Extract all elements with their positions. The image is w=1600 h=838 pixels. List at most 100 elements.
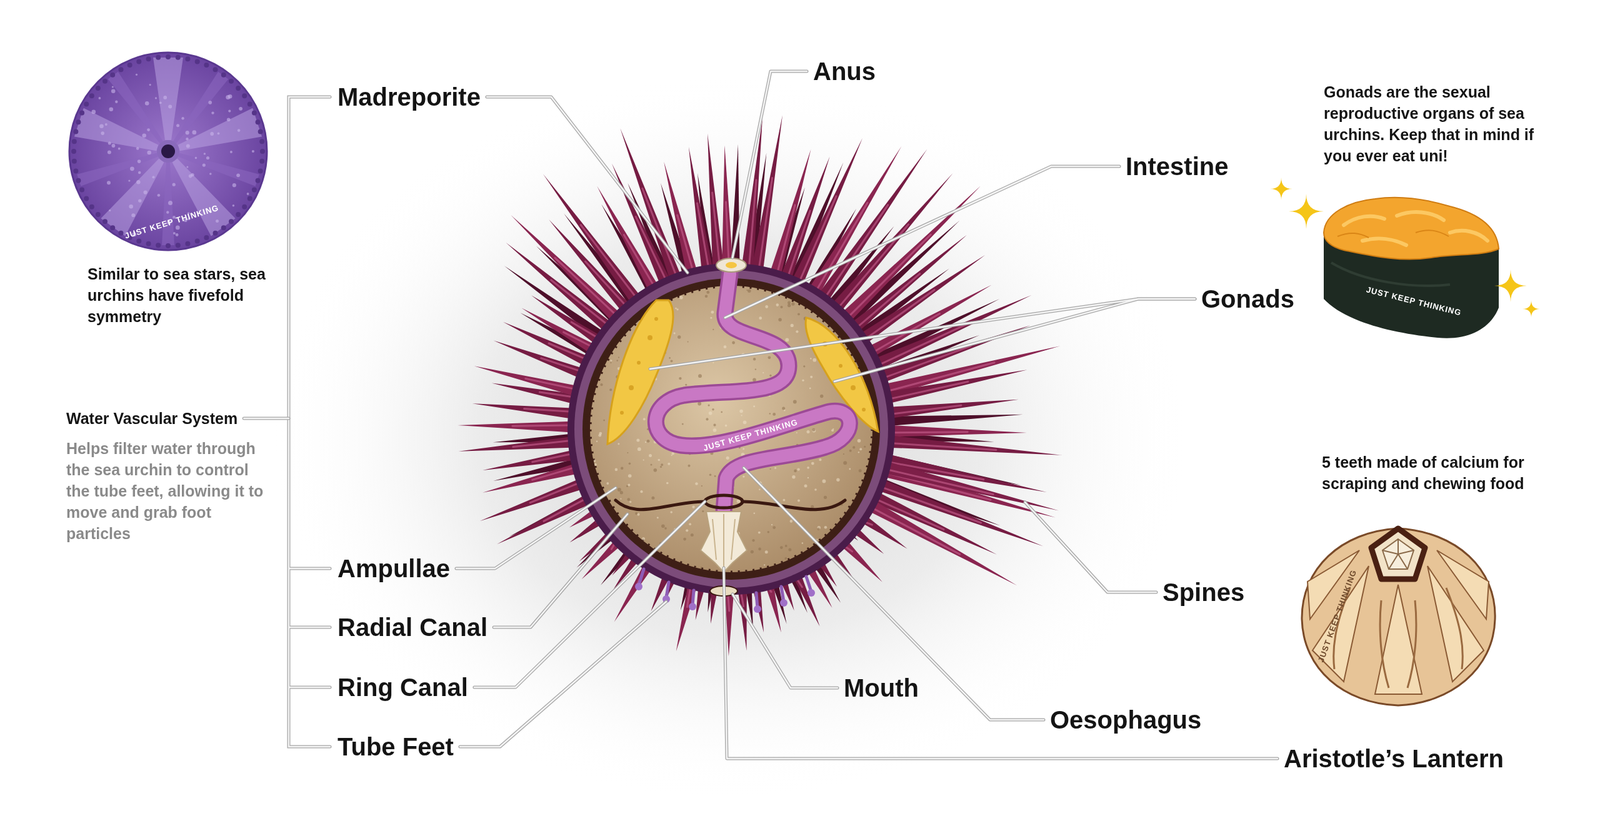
leader-line — [743, 467, 1044, 720]
sand-grain — [640, 490, 643, 493]
sand-grain — [731, 341, 735, 345]
test-bump — [155, 96, 157, 99]
sand-grain — [788, 547, 792, 551]
sand-grain — [781, 406, 785, 410]
sand-grain — [810, 357, 812, 360]
sand-grain — [750, 550, 754, 554]
sand-grain — [768, 355, 772, 359]
sand-grain — [675, 307, 677, 310]
sand-grain — [776, 303, 780, 307]
test-bump — [159, 101, 162, 104]
sparkle — [1270, 177, 1540, 318]
sand-grain — [796, 431, 798, 434]
test-bump — [202, 163, 206, 167]
test-bump — [110, 225, 115, 230]
uni-sushi — [1362, 238, 1407, 245]
sand-grain — [708, 411, 713, 415]
test-bump — [230, 150, 233, 154]
test-bump — [191, 130, 197, 135]
test-disc — [76, 148, 160, 187]
sand-grain — [609, 388, 612, 391]
sand-grain — [603, 419, 605, 422]
sand-grain — [676, 308, 679, 310]
watermark: JUST KEEP THINKING — [123, 202, 220, 241]
sand-grain — [762, 371, 764, 374]
sand-grain — [636, 438, 640, 442]
test-bump — [102, 78, 108, 84]
test-bump — [111, 85, 114, 88]
sand-grain — [751, 538, 755, 542]
leader-line — [474, 501, 705, 687]
sand-grain — [720, 411, 723, 414]
gonad-shape — [654, 316, 659, 321]
sand-grain — [695, 566, 697, 568]
sand-grain — [753, 512, 756, 515]
sand-grain — [653, 468, 658, 472]
test-bump — [71, 138, 77, 144]
test-bump — [83, 196, 89, 202]
lantern-illustration — [1446, 587, 1463, 669]
sand-grain — [806, 466, 810, 469]
sand-grain — [685, 528, 689, 532]
sand-grain — [790, 519, 794, 523]
test-bump — [110, 72, 115, 78]
test-bump — [151, 175, 155, 179]
sand-grain — [688, 522, 692, 525]
sand-grain — [615, 468, 619, 472]
test-bump — [195, 156, 197, 159]
test-bump — [109, 107, 114, 112]
sand-grain — [628, 462, 632, 465]
test-bump — [91, 110, 97, 115]
sand-grain — [598, 431, 602, 435]
sand-grain — [803, 365, 805, 367]
sand-grain — [679, 295, 684, 300]
sand-grain — [742, 475, 745, 477]
test-bump — [131, 213, 135, 217]
uni-sushi — [1337, 230, 1449, 238]
lantern-illustration — [1407, 600, 1417, 688]
sand-grain — [610, 359, 612, 362]
sand-grain — [626, 451, 629, 454]
test-bump — [246, 192, 250, 195]
test-bump — [146, 150, 152, 155]
test-bump — [255, 119, 261, 125]
sand-grain — [758, 547, 762, 551]
sand-grain — [628, 473, 632, 478]
sand-grain — [785, 338, 789, 342]
sand-grain — [651, 496, 655, 500]
test-bump — [203, 62, 209, 68]
sand-grain — [806, 430, 810, 434]
lantern-illustration — [1301, 528, 1495, 705]
test-disc — [161, 162, 175, 245]
sand-grain — [812, 428, 817, 433]
test-bump — [118, 66, 124, 72]
test-bump — [175, 225, 180, 230]
spine-highlight — [712, 192, 720, 266]
leader-line — [725, 166, 1120, 318]
test-bump — [155, 242, 161, 248]
part-label: Ampullae — [337, 553, 450, 584]
sand-grain — [671, 451, 675, 455]
lantern-shape — [712, 513, 735, 569]
watermark: JUST KEEP THINKING — [1365, 284, 1463, 318]
sand-grain — [790, 323, 794, 327]
uni-sushi — [1323, 197, 1499, 260]
test-bump — [190, 173, 194, 177]
sand-grain — [712, 361, 714, 364]
part-label: Intestine — [1125, 151, 1229, 182]
leader-line — [1025, 501, 1157, 592]
lantern-illustration — [1380, 600, 1389, 688]
test-bump — [165, 54, 171, 60]
sand-grain — [772, 525, 776, 529]
test-bump — [136, 180, 140, 184]
sparkle — [1288, 193, 1324, 229]
watermark: JUST KEEP THINKING — [702, 416, 800, 453]
test-bump — [173, 231, 176, 235]
test-bump — [203, 152, 206, 155]
leader-line — [486, 96, 688, 273]
sand-grain — [780, 305, 783, 309]
test-bump — [157, 193, 161, 197]
sand-grain — [713, 428, 717, 432]
test-bump — [106, 180, 111, 185]
